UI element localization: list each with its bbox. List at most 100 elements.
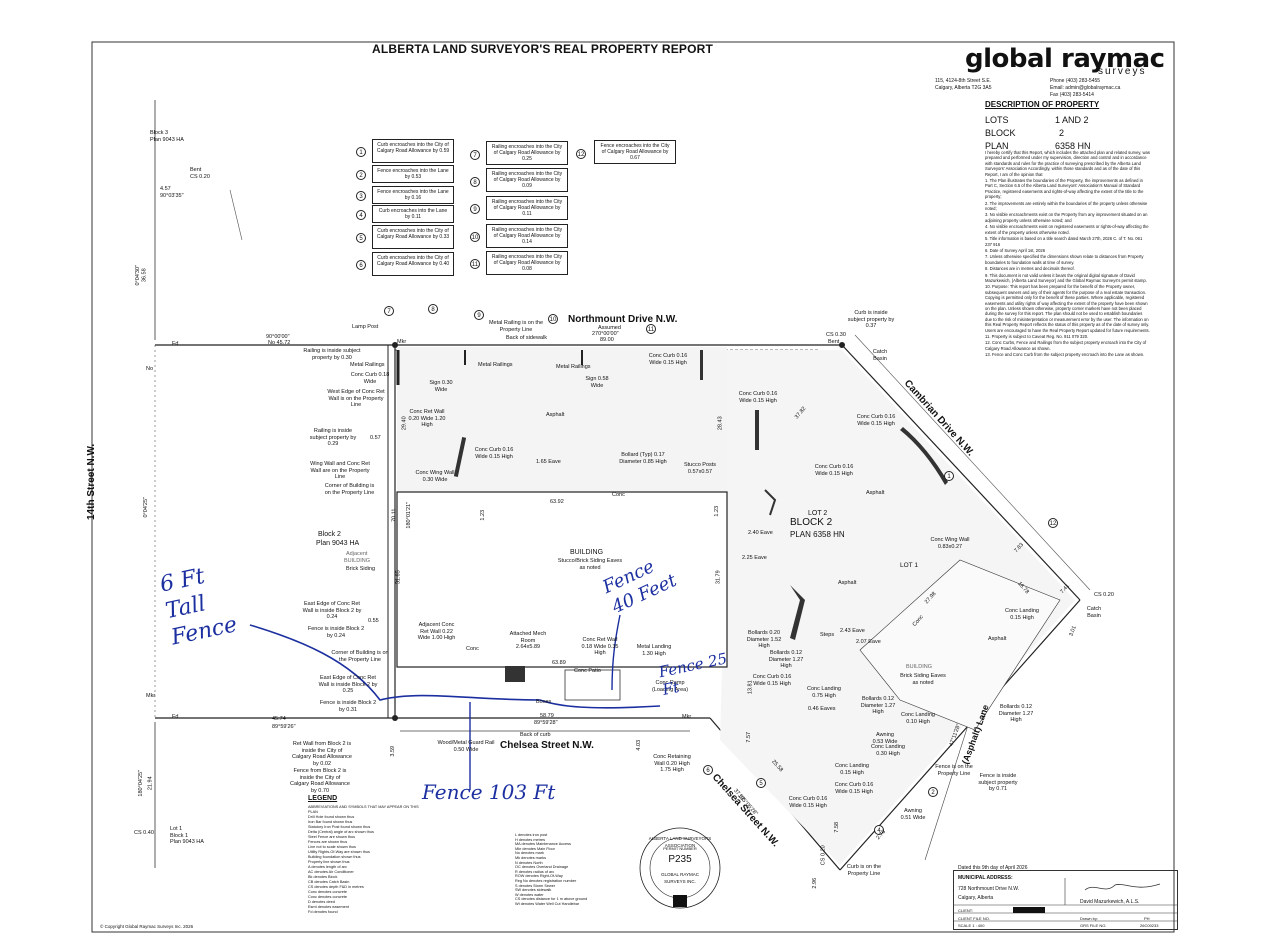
legend-item: Steel Fence are shown thus	[308, 835, 356, 839]
legend-item: W denotes water	[515, 892, 544, 897]
encroachment-number: 5	[356, 233, 366, 243]
lots-value: 1 AND 2	[1055, 115, 1089, 125]
eave-label: 2.40 Eave	[748, 530, 773, 536]
bearing-label: 89°59'26"	[272, 724, 296, 730]
encroachment-number: 7	[470, 150, 480, 160]
dimension-label: 13.81	[747, 680, 754, 695]
curb-island-5	[764, 489, 777, 516]
curb-label: Conc Curb 0.18 Wide	[350, 372, 390, 385]
legend-item: L denotes iron post	[515, 833, 548, 837]
encroachment-number: 1	[356, 147, 366, 157]
cs-label: CS 0.20	[1094, 592, 1114, 598]
file-number-label: GRS FILE NO.	[1080, 923, 1107, 928]
mkr-label: Mkr	[146, 693, 156, 699]
legend-item: Line not to scale shown thus	[308, 845, 356, 849]
note-item: 12. Conc Curbs, Fence and Railings from …	[985, 340, 1147, 351]
contact-line: Phone (403) 283-5455	[1050, 78, 1101, 84]
address-line: Calgary, Alberta T2G 3A5	[935, 85, 992, 91]
callout-number: 10	[548, 314, 558, 324]
building-label: BUILDING	[570, 549, 604, 556]
curb-note: Curb is on the Property Line	[846, 864, 882, 877]
legend-item: H denotes metres	[515, 837, 545, 842]
note-item: 7. Unless otherwise specified the dimens…	[985, 254, 1144, 265]
label-text: Block 3	[150, 130, 169, 136]
callout-number: 2	[928, 787, 938, 797]
handwritten-fence-103: Fence 103 Ft	[422, 780, 556, 804]
corner-marker-ne	[839, 342, 845, 348]
railing-note: Railing is inside subject property by 0.…	[303, 348, 361, 361]
callout-number: 1	[944, 471, 954, 481]
legend-item: Fences are shown thus	[308, 840, 348, 844]
wall-label: Conc Retaining Wall 0.20 High 1.75 High	[653, 754, 691, 773]
no-label: No	[146, 366, 154, 372]
dimension-label: 3.59	[390, 745, 397, 757]
found-label: Fd	[172, 341, 179, 347]
company-logo-sub: surveys	[1098, 66, 1147, 77]
note-item: 2. The improvements are entirely within …	[985, 200, 1148, 212]
dimension-label: 31.65	[395, 570, 402, 585]
corner-marker-nw	[392, 342, 398, 348]
encroachment-note: Fence encroaches into the Lane by 0.53	[372, 165, 454, 183]
building-note: Corner of Building is on the Property Li…	[324, 483, 375, 496]
legend-item: A denotes length of arc	[308, 865, 347, 869]
municipal-address-label: MUNICIPAL ADDRESS:	[958, 875, 1013, 881]
company-contact: Phone (403) 283-5455 Email: admin@global…	[1050, 78, 1160, 99]
municipal-address-line: 728 Northmount Drive N.W.	[958, 886, 1020, 892]
dimension-label: 0.55	[368, 618, 379, 624]
legend-item: Bk denotes Block	[308, 875, 338, 879]
note-item: 11. Property is subject to Caveat Reg. N…	[985, 334, 1089, 339]
encroachment-note: Fence encroaches into the City of Calgar…	[594, 140, 676, 164]
curb-label: Conc Curb 0.16 Wide 0.15 High	[738, 391, 778, 404]
main-building-outline	[396, 491, 728, 668]
bearing-label: 180°04'25"	[138, 769, 145, 797]
cs-label: CS 0.20	[820, 845, 827, 866]
catch-basin-label: Catch Basin	[872, 349, 888, 362]
legend-item: Wt denotes Water Well Cut Handlebar	[515, 901, 580, 906]
surveyor-signature	[1084, 883, 1161, 891]
plan-label: PLAN	[985, 141, 1009, 151]
note-item: 3. No visible encroachments exist on the…	[985, 212, 1148, 223]
bollard-label: Bollards 0.20 Diameter 1.52 High	[746, 630, 782, 649]
wall-label: Conc Ret Wall 0.20 Wide 1.20 High	[408, 409, 446, 428]
hand-fence-line	[249, 624, 661, 709]
curb-note: Curb is inside subject property by 0.37	[847, 310, 895, 329]
file-number-value: 26C00233	[1140, 923, 1159, 928]
legend-abbreviations: L denotes iron post H denotes metres MA …	[515, 833, 630, 907]
encroachment-number: 4	[356, 210, 366, 220]
client-label: CLIENT:	[958, 908, 973, 913]
drawn-by-label: Drawn by:	[1080, 916, 1099, 921]
fence-note: Fence is inside Block 2 by 0.31	[319, 700, 377, 713]
curb-label: Conc Curb 0.16 Wide 0.15 High	[814, 464, 854, 477]
bearing-label: 89°59'28"	[534, 720, 558, 726]
curb-island-3	[900, 427, 948, 485]
legend-item: Esmt denotes easement	[308, 905, 349, 909]
eave-label: 0.46 Eaves	[808, 706, 836, 712]
building-note: Corner of Building is on the Property Li…	[331, 650, 389, 663]
copyright: © Copyright Global Raymac Surveys Inc. 2…	[100, 924, 194, 929]
description-heading: DESCRIPTION OF PROPERTY	[985, 100, 1100, 109]
dimension-label: 28.43	[717, 416, 724, 431]
sidewalk-label: Back of sidewalk	[506, 335, 547, 341]
fence-note: Fence is on the Property Line	[935, 764, 973, 777]
wing-wall-label: Conc Wing Wall 0.83x0.27	[930, 537, 970, 550]
guard-rail-label: Wood/Metal Guard Rail 0.50 Wide	[437, 740, 495, 753]
curb-island-1	[453, 437, 467, 477]
legend-subtitle: ABBREVIATIONS AND SYMBOLS THAT MAY APPEA…	[308, 805, 419, 814]
dated-label: Dated this 9th day of April 2026	[958, 865, 1028, 871]
encroachment-note: Railing encroaches into the City of Calg…	[486, 224, 568, 248]
building-sub-label: Stucco/Brick Siding Eaves as noted	[557, 558, 623, 571]
legend-item: ROW denotes Right-Of-Way	[515, 874, 563, 879]
legend-item: Iron Bar found shown thus	[308, 820, 353, 824]
found-label: Fd	[172, 714, 179, 720]
dimension-label: 7.57	[746, 731, 753, 743]
encroachment-number: 12	[576, 149, 586, 159]
legend-item: AC denotes Air Conditioner	[308, 870, 354, 874]
legend-item: S denotes Storm Sewer	[515, 883, 556, 888]
dimension-label: 1.23	[714, 505, 721, 517]
surface-label: Conc	[466, 646, 479, 652]
legend-item: No denotes mark	[515, 851, 544, 856]
cs-label: CS 0.40	[134, 830, 154, 836]
street-south: Chelsea Street N.W.	[500, 740, 594, 751]
